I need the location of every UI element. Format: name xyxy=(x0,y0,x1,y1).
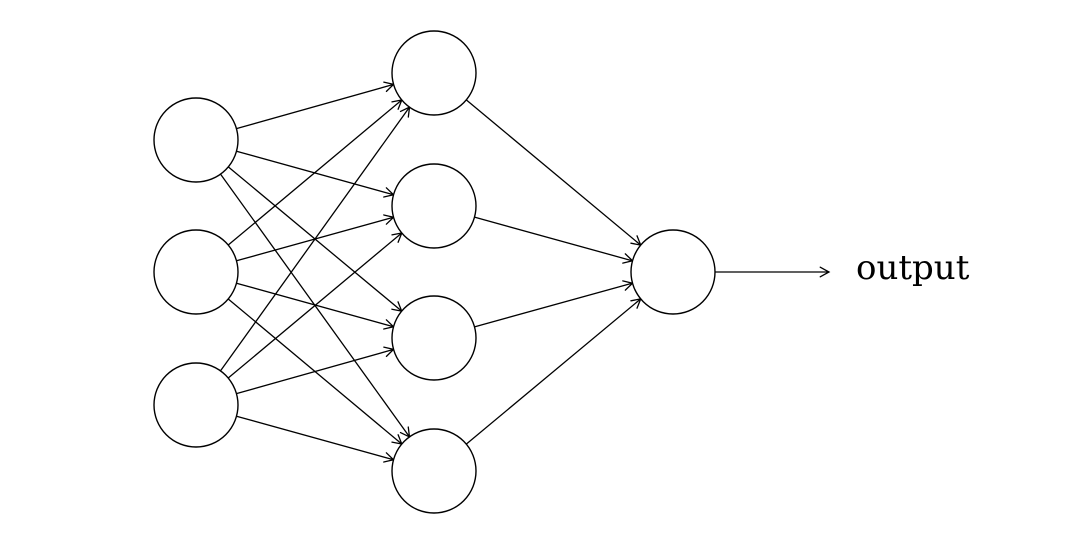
output-node-1 xyxy=(630,229,716,315)
input-node-3 xyxy=(153,362,239,448)
edge-input-1-to-hidden-1 xyxy=(236,81,395,130)
edge-hidden-3-to-output-1 xyxy=(474,280,634,328)
edge-input-2-to-hidden-1 xyxy=(227,99,403,246)
hidden-node-2 xyxy=(391,163,477,249)
edge-input-2-to-hidden-2 xyxy=(236,214,395,262)
edge-hidden-2-to-output-1 xyxy=(474,216,634,264)
edge-input-3-to-hidden-1 xyxy=(219,106,411,372)
hidden-node-3 xyxy=(391,295,477,381)
hidden-node-1 xyxy=(391,30,477,116)
edge-hidden-1-to-output-1 xyxy=(465,99,642,246)
edge-input-3-to-hidden-4 xyxy=(236,415,395,463)
input-node-1 xyxy=(153,97,239,183)
output-label: output xyxy=(856,248,970,288)
edge-input-1-to-hidden-2 xyxy=(236,150,395,198)
output-arrow xyxy=(715,266,831,278)
hidden-node-4 xyxy=(391,428,477,514)
edge-input-3-to-hidden-2 xyxy=(227,232,403,379)
edge-group xyxy=(219,81,831,463)
node-group xyxy=(153,30,716,514)
edge-hidden-4-to-output-1 xyxy=(465,298,642,445)
edge-input-3-to-hidden-3 xyxy=(236,346,395,395)
input-node-2 xyxy=(153,229,239,315)
